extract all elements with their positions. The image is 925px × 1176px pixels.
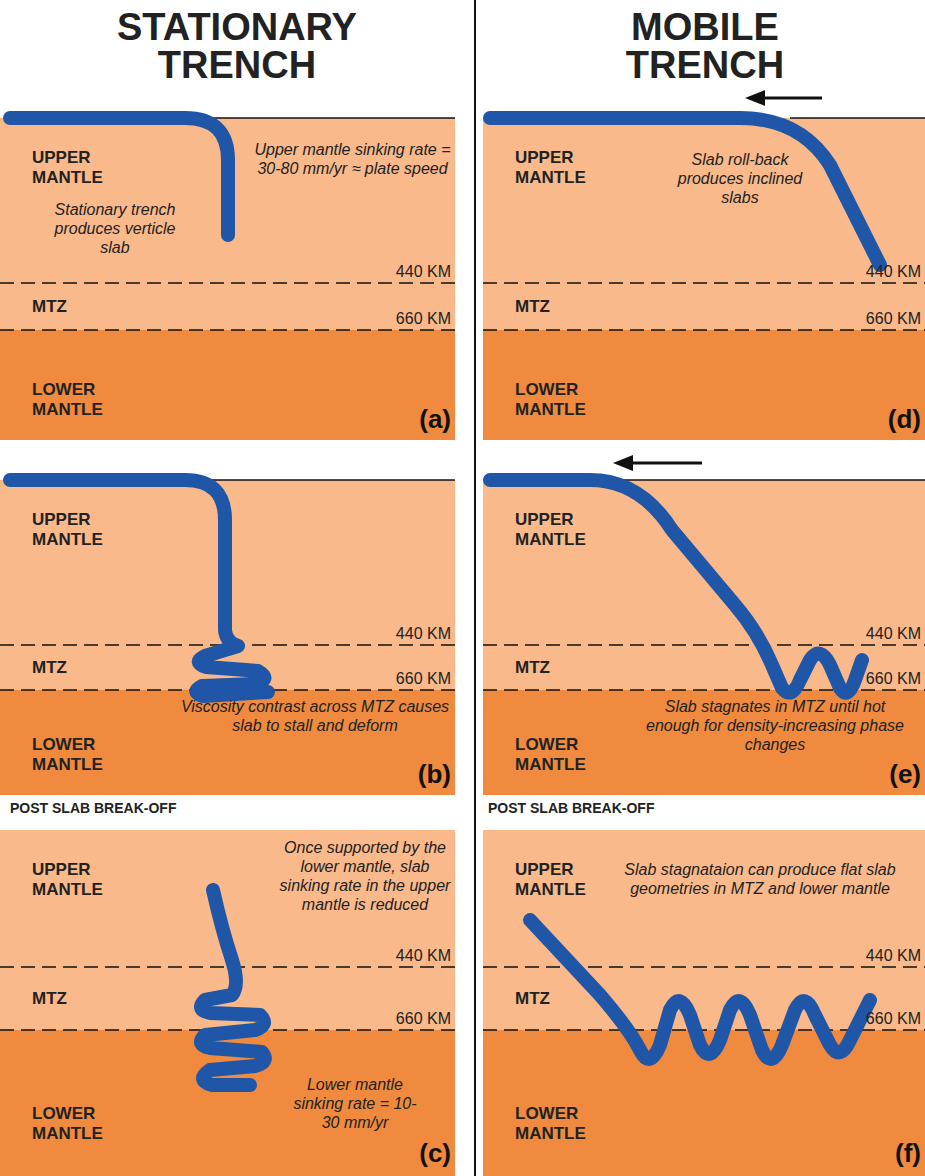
slab [10,118,880,1085]
annotation-note: Stationary trench produces verticle slab [40,200,190,257]
lower-mantle-band: LOWER MANTLE [0,330,455,440]
depth-label: 440 KM [355,625,451,643]
panel-letter: (d) [825,404,921,434]
layer-name: UPPER MANTLE [515,510,625,550]
panel-letter: (f) [825,1138,921,1168]
annotation-note: Slab roll-back produces inclined slabs [675,150,805,207]
annotation-note: Once supported by the lower mantle, slab… [275,838,455,914]
layer-name: MTZ [515,297,625,317]
layer-name: LOWER MANTLE [515,1104,625,1144]
layer-name: LOWER MANTLE [515,380,625,420]
mtz-band: MTZ [0,283,455,330]
annotation-note: Slab stagnataion can produce flat slab g… [610,860,910,898]
depth-label: 660 KM [355,1010,451,1028]
column-divider [474,0,476,1176]
stage-heading: POST SLAB BREAK-OFF [10,800,310,816]
stage-heading: POST SLAB BREAK-OFF [488,800,788,816]
depth-label: 440 KM [825,625,921,643]
layer-name: UPPER MANTLE [32,860,142,900]
motion-arrow [613,90,822,471]
depth-label: 440 KM [355,947,451,965]
depth-label: 660 KM [825,310,921,328]
mtz-band: MTZ [483,283,925,330]
column-heading: STATIONARY TRENCH [97,8,377,84]
surface-lines [190,118,925,480]
annotation-note: Slab stagnates in MTZ until hot enough f… [640,697,910,754]
discontinuity-lines [0,283,925,1030]
panel-letter: (a) [355,404,451,434]
layer-name: UPPER MANTLE [515,860,625,900]
layer-name: MTZ [32,989,142,1009]
layer-name: LOWER MANTLE [515,735,625,775]
depth-label: 660 KM [355,670,451,688]
layer-name: UPPER MANTLE [32,510,142,550]
depth-label: 660 KM [825,1010,921,1028]
layer-name: MTZ [32,658,142,678]
annotation-note: Viscosity contrast across MTZ causes sla… [170,697,460,735]
annotation-note: Lower mantle sinking rate = 10-30 mm/yr [290,1075,420,1132]
layer-name: LOWER MANTLE [32,380,142,420]
panel-letter: (c) [355,1138,451,1168]
depth-label: 660 KM [355,310,451,328]
layer-name: LOWER MANTLE [32,735,142,775]
layer-name: UPPER MANTLE [32,148,142,188]
layer-name: UPPER MANTLE [515,148,625,188]
depth-label: 440 KM [825,263,921,281]
panel-letter: (e) [825,759,921,789]
column-heading: MOBILE TRENCH [590,8,820,84]
depth-label: 440 KM [355,263,451,281]
upper-mantle-band: UPPER MANTLE [483,118,925,283]
panel-letter: (b) [355,759,451,789]
depth-label: 440 KM [825,947,921,965]
annotation-note: Upper mantle sinking rate = 30-80 mm/yr … [245,140,460,178]
lower-mantle-band: LOWER MANTLE [483,330,925,440]
layer-name: MTZ [32,297,142,317]
depth-label: 660 KM [825,670,921,688]
layer-name: MTZ [515,658,625,678]
layer-name: LOWER MANTLE [32,1104,142,1144]
